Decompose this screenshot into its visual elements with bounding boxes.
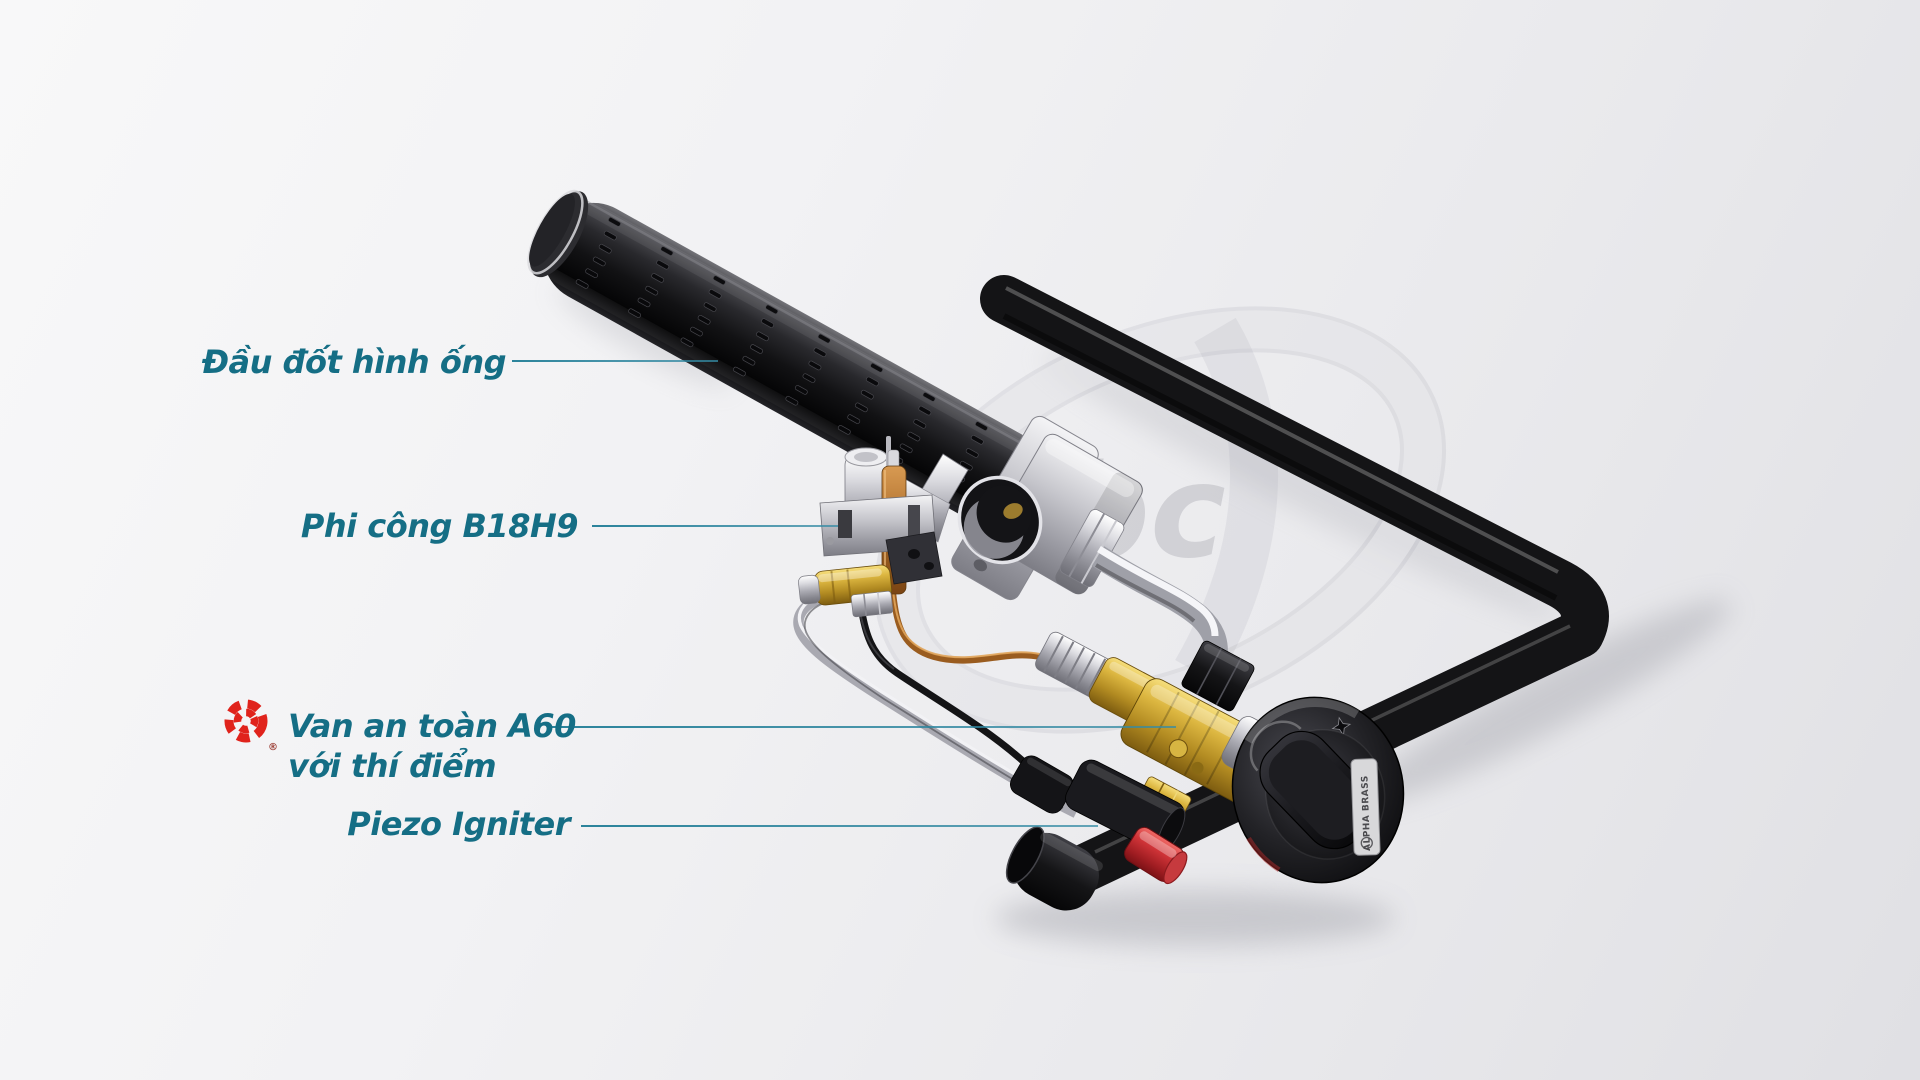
piezo-collar [1009, 755, 1074, 814]
orifice-brass [1003, 503, 1023, 519]
tube-end-cap [527, 189, 589, 278]
control-knob: ALPHA BRASS [1231, 696, 1405, 884]
leader-line-pilot [592, 525, 838, 527]
leader-line-valve [548, 726, 1176, 728]
label-piezo-igniter: Piezo Igniter [347, 805, 570, 843]
leader-line-piezo [581, 825, 1098, 827]
pilot-hex-nut [850, 590, 894, 618]
knob-label-strip: ALPHA BRASS [1350, 758, 1381, 856]
label-safety-valve-line2: với thí điểm [288, 747, 497, 785]
registered-trademark: ® [268, 742, 278, 753]
label-burner-tube: Đầu đốt hình ống [201, 343, 507, 381]
pilot-assembly [798, 436, 951, 618]
label-safety-valve-line1: Van an toàn A60 [288, 707, 576, 745]
piezo-igniter [1009, 755, 1188, 885]
mixer-chrome-tube [1091, 546, 1228, 660]
pilot-gas-tube [793, 591, 1079, 818]
knob-red-reflection [1246, 836, 1281, 872]
pilot-bracket [819, 494, 943, 585]
label-safety-valve: Van an toàn A60 với thí điểm [288, 706, 576, 786]
pipe-end-cap [1005, 826, 1103, 911]
label-pilot: Phi công B18H9 [300, 507, 579, 545]
copper-highlight [892, 589, 1041, 659]
knob-label-text: ALPHA BRASS [1360, 775, 1373, 851]
leader-line-burner [512, 360, 718, 362]
piezo-red-button [1124, 826, 1188, 885]
certification-logo-icon [224, 699, 268, 743]
valve-black-hex-nut [1181, 640, 1255, 712]
venturi-opening [957, 475, 1043, 565]
